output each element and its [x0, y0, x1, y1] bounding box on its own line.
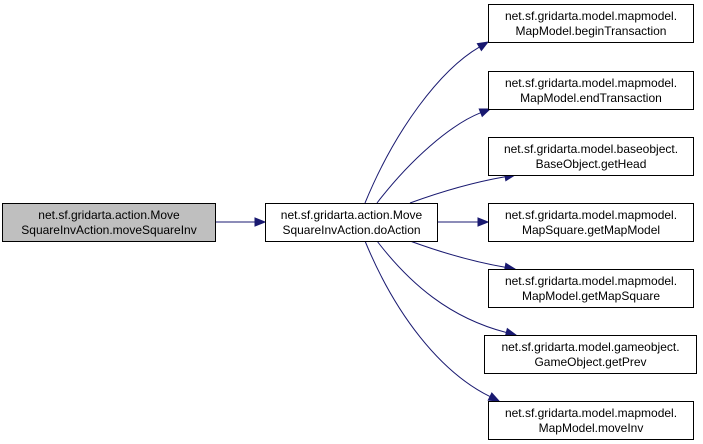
node-get-prev[interactable]: net.sf.gridarta.model.gameobject.GameObj… — [484, 335, 697, 374]
node-label-line2: GameObject.getPrev — [534, 355, 646, 369]
node-box[interactable] — [484, 335, 697, 374]
node-label-line1: net.sf.gridarta.model.baseobject. — [504, 142, 678, 156]
arrowhead-icon — [477, 217, 490, 227]
edge-do_action-to-begin_transaction — [364, 41, 490, 204]
node-label-line2: MapModel.getMapSquare — [522, 289, 660, 303]
node-label-line2: MapModel.moveInv — [539, 421, 644, 435]
edge-do_action-to-get_map_square — [409, 240, 517, 272]
edge-line — [376, 240, 507, 333]
node-box[interactable] — [265, 203, 438, 242]
node-begin-transaction[interactable]: net.sf.gridarta.model.mapmodel.MapModel.… — [488, 4, 694, 43]
node-label-line2: MapModel.endTransaction — [520, 91, 662, 105]
node-move-inv[interactable]: net.sf.gridarta.model.mapmodel.MapModel.… — [488, 401, 694, 440]
arrowhead-icon — [478, 108, 492, 118]
node-label-line1: net.sf.gridarta.action.Move — [38, 208, 180, 222]
node-get-map-model[interactable]: net.sf.gridarta.model.mapmodel.MapSquare… — [488, 203, 694, 242]
arrowhead-icon — [487, 392, 501, 402]
node-box[interactable] — [488, 269, 694, 308]
edge-line — [376, 112, 481, 204]
node-box[interactable] — [2, 203, 216, 242]
edge-do_action-to-move_inv — [364, 240, 501, 402]
edge-line — [409, 176, 506, 204]
node-label-line1: net.sf.gridarta.action.Move — [281, 208, 423, 222]
node-label-line1: net.sf.gridarta.model.mapmodel. — [505, 76, 677, 90]
edge-line — [409, 240, 506, 268]
edge-move_square_inv-to-do_action — [215, 217, 267, 227]
node-end-transaction[interactable]: net.sf.gridarta.model.mapmodel.MapModel.… — [488, 71, 694, 110]
node-box[interactable] — [488, 4, 694, 43]
node-get-head[interactable]: net.sf.gridarta.model.baseobject.BaseObj… — [488, 137, 694, 176]
node-label-line2: BaseObject.getHead — [536, 157, 647, 171]
node-label-line1: net.sf.gridarta.model.mapmodel. — [505, 208, 677, 222]
node-move-square-inv[interactable]: net.sf.gridarta.action.MoveSquareInvActi… — [2, 203, 216, 242]
node-label-line1: net.sf.gridarta.model.mapmodel. — [505, 274, 677, 288]
node-get-map-square[interactable]: net.sf.gridarta.model.mapmodel.MapModel.… — [488, 269, 694, 308]
node-box[interactable] — [488, 401, 694, 440]
node-label-line1: net.sf.gridarta.model.mapmodel. — [505, 406, 677, 420]
edge-do_action-to-get_head — [409, 172, 517, 204]
edge-line — [364, 46, 480, 204]
node-do-action[interactable]: net.sf.gridarta.action.MoveSquareInvActi… — [265, 203, 438, 242]
edge-do_action-to-end_transaction — [376, 108, 492, 204]
node-label-line2: MapModel.beginTransaction — [516, 24, 667, 38]
node-box[interactable] — [488, 71, 694, 110]
edge-do_action-to-get_map_model — [437, 217, 490, 227]
node-label-line2: MapSquare.getMapModel — [522, 223, 660, 237]
node-label-line1: net.sf.gridarta.model.gameobject. — [501, 340, 679, 354]
node-label-line2: SquareInvAction.doAction — [282, 223, 420, 237]
node-box[interactable] — [488, 137, 694, 176]
arrowhead-icon — [476, 41, 490, 52]
node-label-line1: net.sf.gridarta.model.mapmodel. — [505, 9, 677, 23]
node-box[interactable] — [488, 203, 694, 242]
nodes-layer: net.sf.gridarta.action.MoveSquareInvActi… — [2, 4, 697, 440]
edge-line — [364, 240, 491, 398]
arrowhead-icon — [254, 217, 267, 227]
node-label-line2: SquareInvAction.moveSquareInv — [21, 223, 196, 237]
